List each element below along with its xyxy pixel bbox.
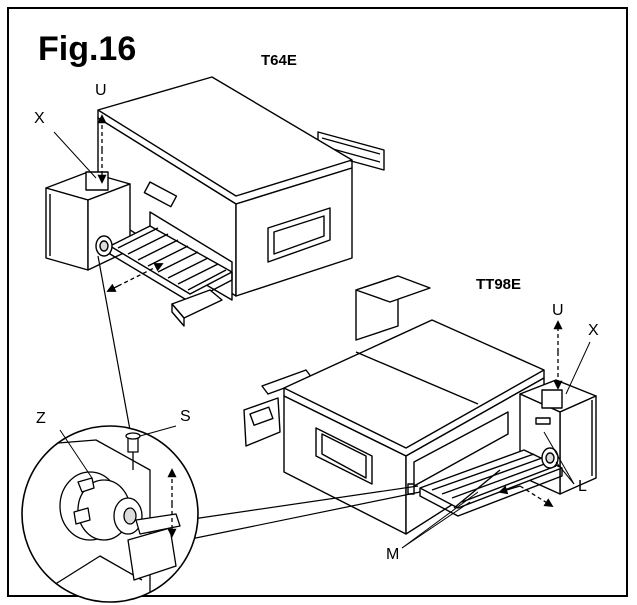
label-u-bottom: U <box>552 302 564 319</box>
model-label-t64e: T64E <box>261 52 297 69</box>
label-s: S <box>180 408 191 425</box>
label-x-bottom: X <box>588 322 599 339</box>
label-z: Z <box>36 410 46 427</box>
label-m: M <box>386 546 400 563</box>
label-u-top: U <box>95 82 107 99</box>
detail-callout <box>97 255 421 541</box>
label-x-top: X <box>34 110 45 127</box>
tt98e-arrows <box>401 320 591 549</box>
model-label-tt98e: TT98E <box>476 276 522 293</box>
oven-t64e <box>45 76 385 327</box>
t64e-arrows <box>53 114 164 292</box>
label-l: L <box>578 478 587 495</box>
figure-title: Fig.16 <box>38 30 137 68</box>
detail-circle <box>21 425 199 603</box>
oven-tt98e <box>243 275 597 535</box>
